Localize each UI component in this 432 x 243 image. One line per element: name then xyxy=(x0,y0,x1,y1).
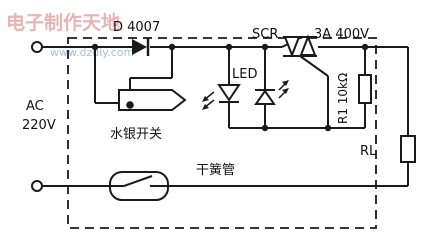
ac-terminal-top xyxy=(31,41,43,53)
diode-label: D 4007 xyxy=(113,20,160,35)
rl-label: RL xyxy=(360,144,377,159)
mercury-switch-symbol xyxy=(94,47,187,111)
diode-symbol xyxy=(132,38,150,56)
ac-label: AC xyxy=(26,99,44,114)
resistor-r1-symbol xyxy=(328,47,372,129)
watermark-title: 电子制作天地 xyxy=(6,11,120,34)
enclosure-box xyxy=(67,37,377,229)
scr-symbol xyxy=(254,47,289,128)
load-rl-symbol xyxy=(400,47,416,186)
reed-switch-label: 干簧管 xyxy=(196,162,235,178)
reed-switch-symbol xyxy=(42,171,408,201)
led-label: LED xyxy=(232,67,257,82)
r1-label: R1 10kΩ xyxy=(336,73,350,124)
watermark-url: www.dzdiy.com xyxy=(50,46,134,59)
scr-rating-label: 3A 400V xyxy=(314,27,369,42)
triac-symbol xyxy=(281,34,329,128)
ac-voltage-label: 220V xyxy=(22,118,56,133)
scr-label: SCR xyxy=(252,27,278,42)
ac-terminal-bottom xyxy=(31,180,43,192)
led-symbol xyxy=(202,47,241,128)
junction-dot xyxy=(261,124,269,132)
mercury-switch-label: 水银开关 xyxy=(110,127,162,142)
